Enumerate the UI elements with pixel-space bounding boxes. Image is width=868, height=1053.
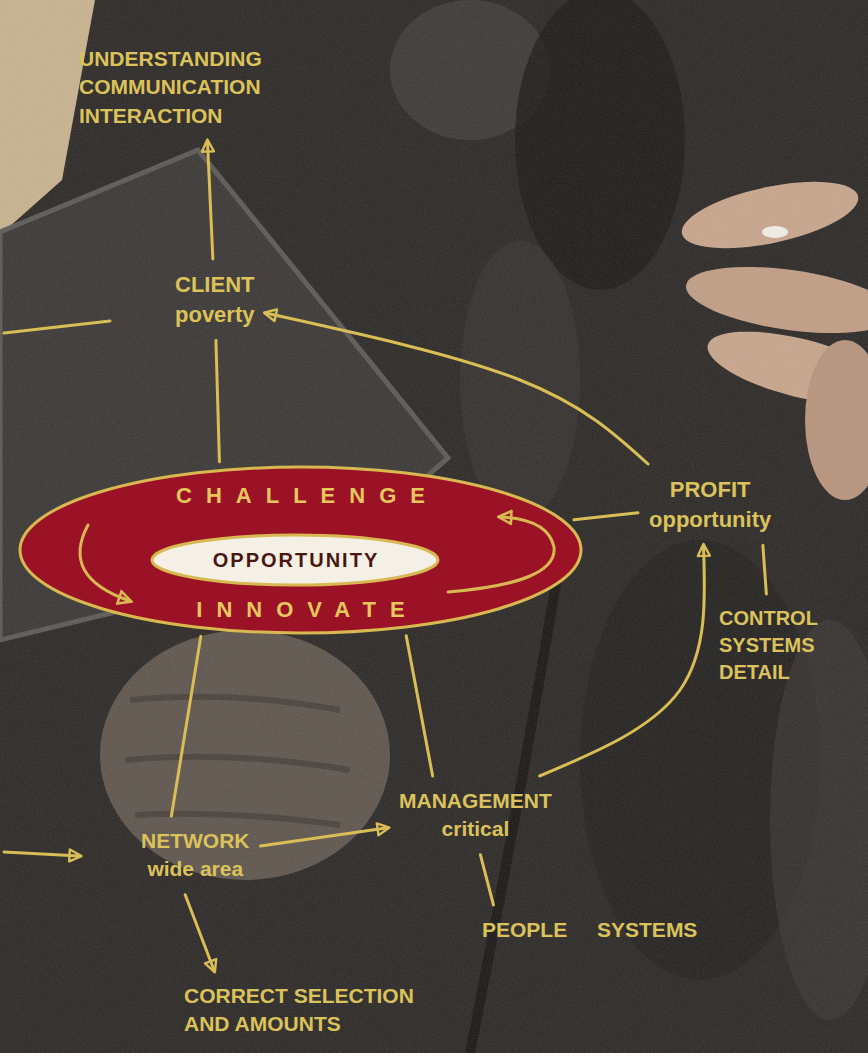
concept-text: poverty [175, 300, 254, 330]
ellipse-text: INNOVATE [18, 597, 583, 623]
concept-label: NETWORKwide area [137, 823, 254, 888]
concept-text: CLIENT [175, 270, 254, 300]
leader-line [4, 321, 110, 333]
ellipse-text: OPPORTUNITY [150, 548, 440, 572]
concept-text: critical [399, 815, 552, 843]
concept-ellipse: CHALLENGE INNOVATE OPPORTUNITY [18, 465, 583, 635]
connector-arrow [261, 828, 389, 846]
concept-label: CONTROL SYSTEMS DETAIL [715, 601, 865, 690]
connector-arrow [185, 895, 214, 971]
connector-arrow [207, 141, 212, 259]
cycle-arrow [448, 517, 554, 592]
concept-ellipse: OPPORTUNITY [150, 533, 440, 587]
concept-text: opportunity [649, 505, 771, 535]
connector-arrow [763, 545, 766, 594]
concept-text: wide area [141, 855, 250, 883]
connector-arrow [171, 636, 200, 816]
concept-text: UNDERSTANDING COMMUNICATION INTERACTION [79, 45, 331, 130]
connector-arrow [480, 855, 493, 905]
concept-text: CORRECT SELECTION AND AMOUNTS [184, 982, 436, 1039]
concept-label: CORRECT SELECTION AND AMOUNTS [180, 978, 440, 1043]
concept-label: UNDERSTANDING COMMUNICATION INTERACTION [75, 41, 335, 134]
concept-text: CONTROL SYSTEMS DETAIL [719, 605, 861, 686]
connector-arrow [216, 340, 220, 461]
concept-text: PROFIT [649, 475, 771, 505]
connector-arrow [406, 636, 432, 776]
concept-label: PROFITopportunity [645, 471, 775, 538]
concept-text: NETWORK [141, 827, 250, 855]
concept-label: MANAGEMENTcritical [395, 783, 556, 848]
leader-arrow [4, 852, 80, 856]
cycle-arrow [80, 525, 130, 601]
concept-label: PEOPLE SYSTEMS [478, 912, 701, 948]
concept-label: CLIENTpoverty [171, 266, 258, 333]
connector-arrow [574, 513, 638, 520]
connector-arrow [265, 313, 648, 464]
concept-text: PEOPLE SYSTEMS [482, 916, 697, 944]
ellipse-text: CHALLENGE [18, 483, 583, 509]
concept-text: MANAGEMENT [399, 787, 552, 815]
